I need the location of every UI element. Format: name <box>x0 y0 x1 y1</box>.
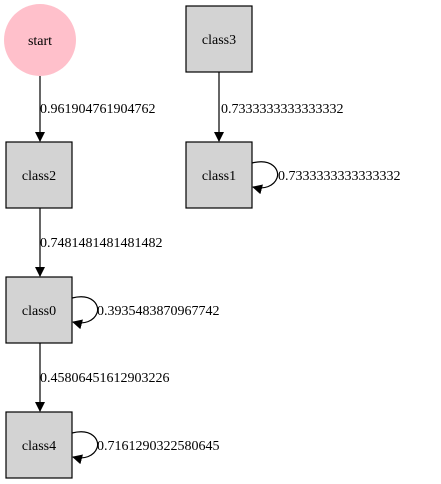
edge-start-class2-label: 0.961904761904762 <box>40 102 156 117</box>
edge-class1-self-label: 0.7333333333333332 <box>278 169 401 184</box>
node-class2: class2 <box>5 141 73 209</box>
edge-class1-self-loop <box>251 161 279 195</box>
node-start-label: start <box>28 34 52 49</box>
edge-class2-class0: 0.7481481481481482 <box>35 208 163 277</box>
edge-class1-self: 0.7333333333333332 <box>251 161 401 195</box>
edge-class0-self-label: 0.3935483870967742 <box>97 304 220 319</box>
node-class1-shape <box>185 141 253 209</box>
node-start: start <box>4 4 76 76</box>
node-class3-shape <box>185 5 253 73</box>
edge-class2-class0-label: 0.7481481481481482 <box>40 236 163 251</box>
node-class1-label: class1 <box>202 169 236 184</box>
node-class1: class1 <box>185 141 253 209</box>
node-class4-shape <box>5 411 73 479</box>
edge-class4-self-loop <box>71 431 99 465</box>
edge-class0-class4: 0.45806451612903226 <box>35 343 170 412</box>
node-class0-label: class0 <box>22 304 56 319</box>
node-class0: class0 <box>5 276 73 344</box>
edge-class3-class1: 0.7333333333333332 <box>214 72 344 142</box>
node-class2-shape <box>5 141 73 209</box>
edge-class0-class4-label: 0.45806451612903226 <box>40 371 170 386</box>
node-class0-shape <box>5 276 73 344</box>
node-class3: class3 <box>185 5 253 73</box>
edge-class4-self: 0.7161290322580645 <box>71 431 220 465</box>
node-class3-label: class3 <box>202 33 236 48</box>
node-class4: class4 <box>5 411 73 479</box>
edge-class4-self-label: 0.7161290322580645 <box>97 439 220 454</box>
edge-class3-class1-label: 0.7333333333333332 <box>221 102 344 117</box>
node-start-shape <box>4 4 76 76</box>
node-class2-label: class2 <box>22 169 56 184</box>
node-class4-label: class4 <box>22 439 56 454</box>
edge-class0-self-loop <box>71 296 99 330</box>
edge-class0-self: 0.3935483870967742 <box>71 296 220 330</box>
edge-start-class2: 0.961904761904762 <box>35 76 156 142</box>
